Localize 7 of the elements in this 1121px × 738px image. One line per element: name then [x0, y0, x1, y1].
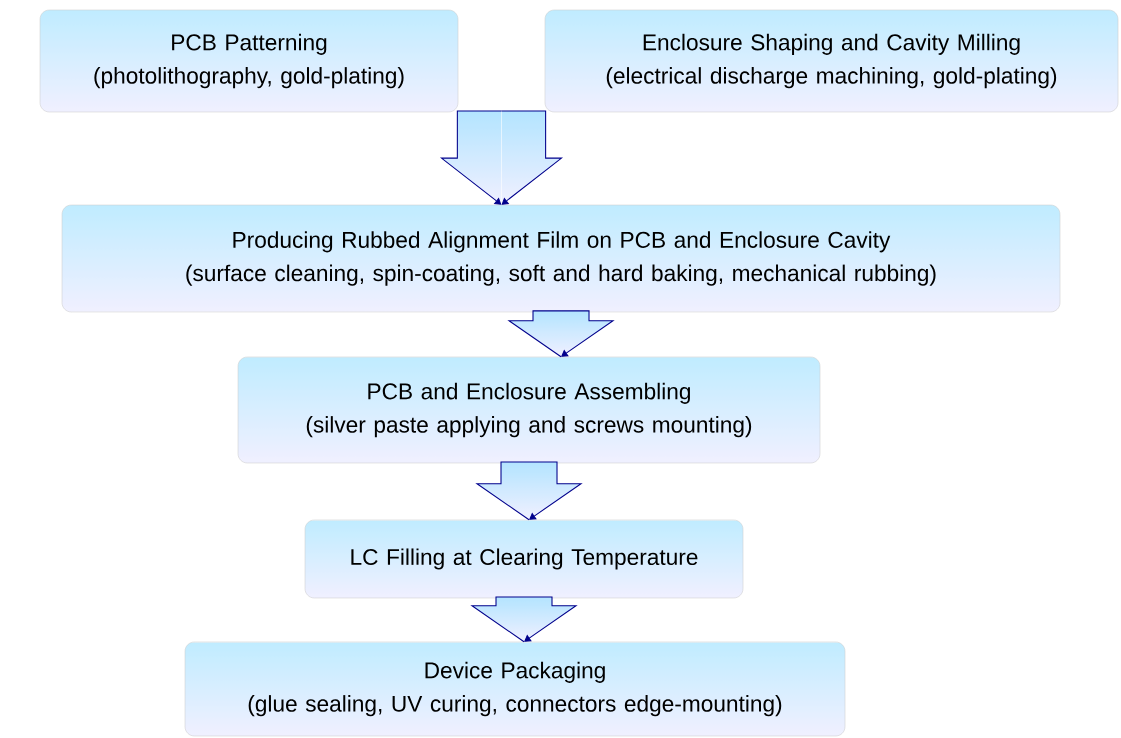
block-arrow-half [500, 110, 564, 205]
process-box: PCB Patterning (photolithography, gold-plating) [39, 9, 459, 113]
block-arrow [470, 596, 578, 643]
block-arrow [507, 310, 615, 358]
block-arrow [475, 461, 583, 521]
process-box: Enclosure Shaping and Cavity Milling (electrical discharge machining, gold-plating) [544, 9, 1119, 113]
block-arrow-half [439, 110, 503, 205]
